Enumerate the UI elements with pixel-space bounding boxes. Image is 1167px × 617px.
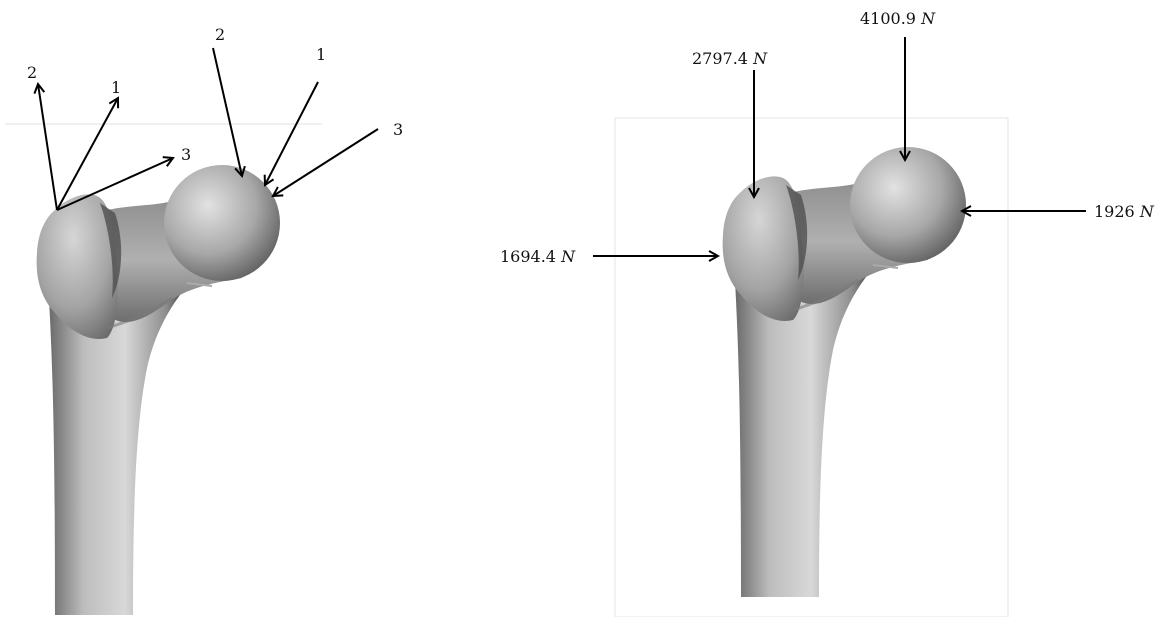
- right-panel: 2797.4 N 4100.9 N 1694.4 N 1926 N: [500, 9, 1155, 617]
- femur-right: [723, 147, 966, 597]
- trochanter-label-1: 1: [111, 78, 121, 97]
- force-label-1926: 1926 N: [1094, 202, 1155, 221]
- head-load-arrow-1: [265, 82, 318, 185]
- head-label-2: 2: [215, 25, 225, 44]
- trochanter-load-arrow-1: [57, 98, 118, 210]
- femur-left: [37, 165, 280, 615]
- force-label-4100: 4100.9 N: [860, 9, 936, 28]
- head-label-3: 3: [393, 120, 403, 139]
- force-label-2797: 2797.4 N: [692, 49, 768, 68]
- trochanter-load-arrow-3: [57, 158, 173, 210]
- head-label-1: 1: [316, 45, 326, 64]
- force-label-1694: 1694.4 N: [500, 247, 576, 266]
- trochanter-label-3: 3: [181, 145, 191, 164]
- left-panel: 2 1 3 2 1 3: [5, 25, 403, 615]
- head-load-arrow-2: [213, 48, 242, 176]
- trochanter-load-arrow-2: [38, 84, 57, 210]
- trochanter-label-2: 2: [27, 63, 37, 82]
